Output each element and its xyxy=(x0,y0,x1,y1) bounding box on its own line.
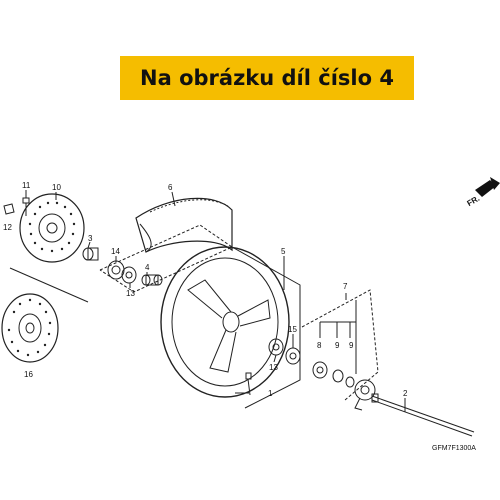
callout-15: 15 xyxy=(288,325,297,334)
diagram-code: GFM7F1300A xyxy=(432,445,476,452)
part-number-banner: Na obrázku díl číslo 4 xyxy=(120,56,414,100)
callout-6: 6 xyxy=(168,183,173,192)
tire-6 xyxy=(135,197,233,253)
callout-9-a: 9 xyxy=(335,341,340,350)
axle-2 xyxy=(371,393,475,437)
direction-label: FR. xyxy=(466,194,482,208)
callout-5: 5 xyxy=(281,247,286,256)
callout-1: 1 xyxy=(268,389,273,398)
bearing-13-left xyxy=(121,266,137,284)
callout-13-right: 13 xyxy=(269,363,278,372)
callout-8: 8 xyxy=(317,341,322,350)
nut-12 xyxy=(3,203,15,215)
axle-group-outline xyxy=(301,289,379,401)
callout-13-left: 13 xyxy=(126,289,135,298)
hub-group-outline xyxy=(99,224,234,293)
gear-8 xyxy=(312,361,328,379)
collar-3 xyxy=(82,247,99,261)
callout-12: 12 xyxy=(3,223,12,232)
washer-9-b xyxy=(345,376,355,388)
callout-16: 16 xyxy=(24,370,33,379)
washer-9-a xyxy=(332,369,344,383)
valve-1 xyxy=(245,372,252,396)
oil-seal-15 xyxy=(285,347,301,365)
banner-text: Na obrázku díl číslo 4 xyxy=(140,66,394,90)
callout-9-b: 9 xyxy=(349,341,354,350)
gearbox-7 xyxy=(354,379,376,411)
brake-disc-16 xyxy=(1,293,59,363)
callout-10: 10 xyxy=(52,183,61,192)
callout-14: 14 xyxy=(111,247,120,256)
front-direction-arrow xyxy=(475,177,500,197)
callout-4: 4 xyxy=(145,263,150,272)
callout-7: 7 xyxy=(343,282,348,291)
callout-11: 11 xyxy=(22,181,31,190)
disc-bolt-11 xyxy=(22,197,30,216)
callout-3: 3 xyxy=(88,234,93,243)
callout-2: 2 xyxy=(403,389,408,398)
distance-collar-4 xyxy=(141,274,163,286)
wheel-group-outline xyxy=(231,246,301,409)
wheel-rim-5 xyxy=(160,246,290,398)
brake-disc-10 xyxy=(19,193,85,263)
